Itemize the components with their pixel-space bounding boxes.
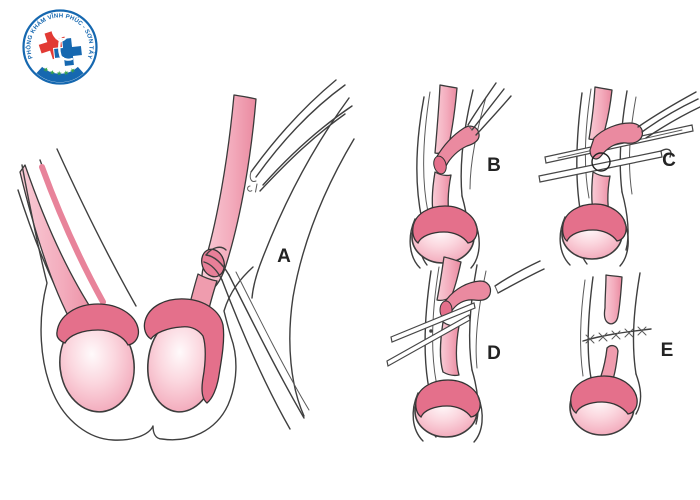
epididymis	[561, 203, 627, 243]
panel-b-label: B	[487, 155, 501, 176]
skin-line	[473, 395, 483, 443]
vas-loop	[589, 122, 644, 160]
panel-d-label: D	[487, 343, 501, 364]
scissors-icon	[386, 302, 476, 367]
cord-shading	[39, 164, 106, 305]
skin-line	[621, 191, 629, 251]
panel-b: B	[409, 82, 512, 269]
skin-fold-line	[56, 148, 137, 307]
skin-line	[584, 88, 592, 199]
grasped-vas-loop	[201, 248, 225, 278]
ligature-loop	[591, 152, 611, 172]
panel-e-label: E	[661, 340, 674, 361]
towel-clamp-icon	[203, 246, 310, 430]
forceps-icon	[247, 79, 353, 193]
logo-bottom-band	[36, 66, 84, 83]
scrotum-outline	[21, 164, 254, 441]
skin-line	[469, 96, 487, 190]
epididymis	[412, 205, 478, 245]
forceps-icon	[637, 91, 700, 139]
panel-a: A	[17, 79, 355, 441]
left-epididymis	[56, 303, 140, 346]
panel-c-label: C	[662, 150, 676, 171]
skin-line	[432, 266, 440, 387]
right-spermatic-cord	[201, 94, 257, 293]
skin-line	[559, 216, 571, 266]
skin-line	[470, 221, 480, 269]
groin-fold-line	[289, 138, 355, 417]
clamp-icon	[538, 124, 694, 183]
clamp-icon	[494, 260, 545, 294]
skin-line	[423, 91, 431, 213]
forceps-icon	[467, 82, 512, 136]
skin-line	[424, 270, 432, 399]
skin-line	[412, 392, 424, 442]
cut-vas-upper-stub	[603, 274, 623, 325]
skin-line	[629, 96, 637, 195]
panel-e: E	[569, 272, 674, 436]
skin-line	[619, 219, 629, 267]
person-icon	[51, 29, 74, 61]
groin-fold-line	[251, 97, 350, 299]
panel-d: D	[386, 256, 545, 443]
panel-a-label: A	[277, 246, 291, 267]
clinic-logo: PHÒNG KHÁM VĨNH PHÚC - SƠN TÂY ★★★★★	[22, 9, 98, 85]
skin-line	[632, 272, 641, 375]
skin-line	[409, 218, 421, 269]
blue-cross-icon	[53, 37, 83, 67]
epididymis	[415, 379, 481, 419]
skin-line	[587, 276, 594, 379]
panel-c: C	[538, 86, 700, 267]
skin-line	[416, 96, 425, 221]
skin-line	[580, 279, 586, 377]
suture-row	[582, 326, 652, 344]
right-epididymis	[143, 298, 225, 404]
epididymis	[570, 375, 638, 415]
vas-loop-base	[433, 155, 447, 175]
skin-line	[635, 373, 642, 415]
